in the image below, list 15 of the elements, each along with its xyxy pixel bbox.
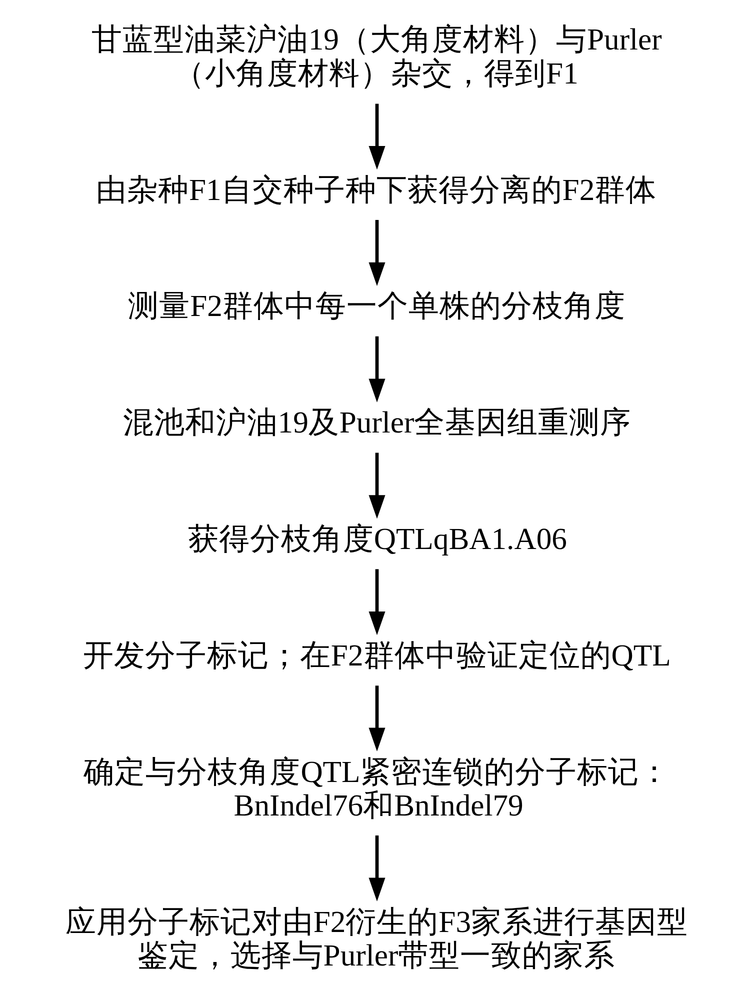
arrow <box>368 835 385 902</box>
node-text: 确定与分枝角度QTL紧密连锁的分子标记：BnIndel76和BnIndel79 <box>83 754 670 823</box>
node-text: 混池和沪油19及Purler全基因组重测序 <box>122 406 631 440</box>
node-text: 开发分子标记；在F2群体中验证定位的QTL <box>82 638 670 672</box>
arrow <box>368 220 385 286</box>
node-text: 测量F2群体中每一个单株的分枝角度 <box>128 289 625 324</box>
arrow <box>368 569 385 636</box>
arrow <box>368 104 385 170</box>
arrow <box>368 336 385 402</box>
node-text: 由杂种F1自交种子种下获得分离的F2群体 <box>95 172 656 207</box>
node-text: 甘蓝型油菜沪油19（大角度材料）与Purler（小角度材料）杂交，得到F1 <box>90 22 662 90</box>
arrow <box>368 686 385 752</box>
node-text: 获得分枝角度QTLqBA1.A06 <box>187 522 566 556</box>
node-text: 应用分子标记对由F2衍生的F3家系进行基因型鉴定，选择与Purler带型一致的家系 <box>64 904 688 973</box>
arrow <box>368 452 385 519</box>
